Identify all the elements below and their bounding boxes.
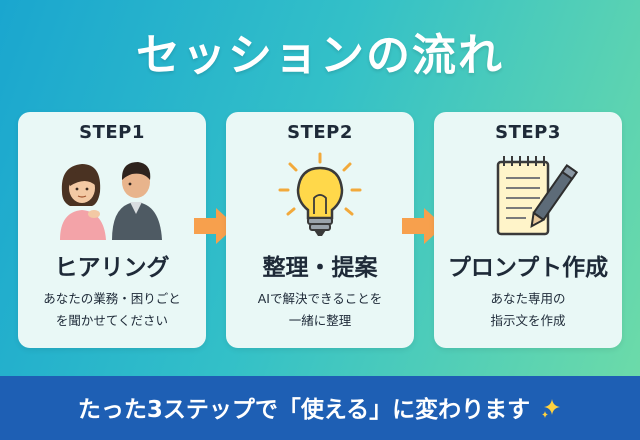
step-card-1: STEP1 ヒアリング あなたの業務・困りごと を聞かせてください <box>18 112 206 348</box>
consultation-people-icon <box>52 152 172 240</box>
step-description: AIで解決できることを 一緒に整理 <box>232 288 408 332</box>
banner-message: たった3ステップで「使える」に変わります <box>0 390 640 424</box>
step-description-line: AIで解決できることを <box>232 288 408 310</box>
step-description-line: あなた専用の <box>440 288 616 310</box>
step-description-line: あなたの業務・困りごと <box>24 288 200 310</box>
step-description-line: を聞かせてください <box>24 310 200 332</box>
step-description-line: 一緒に整理 <box>232 310 408 332</box>
step-label: STEP1 <box>18 122 206 143</box>
step-card-3: STEP3 プロンプト作成 あなた専用の 指示文を作成 <box>434 112 622 348</box>
lightbulb-icon <box>260 152 380 240</box>
notepad-pen-icon <box>468 152 588 240</box>
step-heading: プロンプト作成 <box>434 248 622 282</box>
step-label: STEP3 <box>434 122 622 143</box>
step-description: あなたの業務・困りごと を聞かせてください <box>24 288 200 332</box>
page-title: セッションの流れ <box>0 26 640 86</box>
bottom-banner: たった3ステップで「使える」に変わります <box>0 376 640 440</box>
step-label: STEP2 <box>226 122 414 143</box>
sparkle-icon <box>540 397 562 419</box>
banner-text: たった3ステップで「使える」に変わります <box>78 397 530 423</box>
step-description-line: 指示文を作成 <box>440 310 616 332</box>
step-heading: 整理・提案 <box>226 248 414 282</box>
step-description: あなた専用の 指示文を作成 <box>440 288 616 332</box>
step-card-2: STEP2 整理・提案 AIで解決できることを 一緒に整理 <box>226 112 414 348</box>
step-heading: ヒアリング <box>18 248 206 282</box>
